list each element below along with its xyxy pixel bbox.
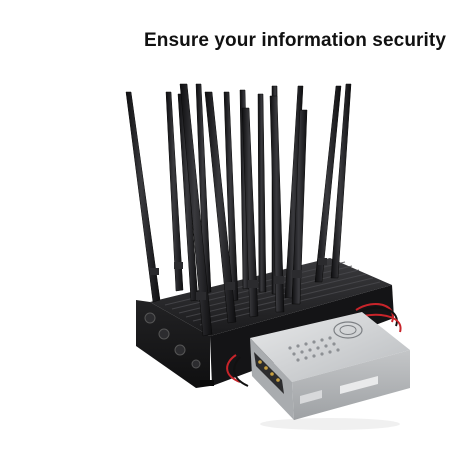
antenna-hinges (150, 258, 327, 300)
antenna-array (125, 83, 352, 337)
headline: Ensure your information security (144, 30, 446, 51)
power-supply-unit (250, 312, 410, 430)
power-wires (226, 303, 402, 387)
